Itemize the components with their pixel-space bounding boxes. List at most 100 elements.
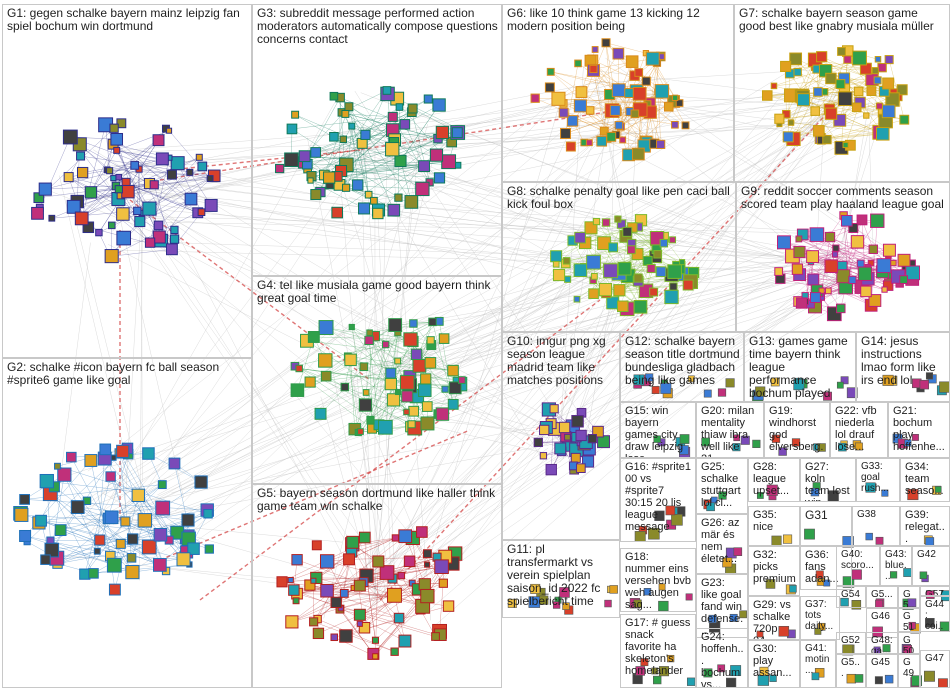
edge-g2 [97, 449, 106, 552]
node-g43 [889, 571, 898, 579]
node-g32 [765, 579, 776, 589]
group-box-g5: G5: bayern season dortmund like haller t… [252, 484, 502, 688]
edge-g5 [340, 608, 406, 642]
edge [424, 87, 864, 599]
node-g7 [774, 113, 785, 124]
node-g3 [432, 98, 446, 112]
node-g6 [546, 67, 555, 76]
node-g9 [868, 294, 882, 307]
node-g5 [311, 540, 322, 551]
node-g26 [733, 547, 743, 556]
node-g9 [795, 297, 808, 309]
node-g14 [919, 379, 930, 390]
node-g4 [320, 370, 332, 382]
node-g20 [752, 439, 761, 448]
edge-g1 [154, 178, 211, 186]
node-g1 [130, 161, 140, 170]
group-box-g1: G1: gegen schalke bayern mainz leipzig f… [2, 4, 252, 358]
node-g6 [612, 47, 625, 60]
edge-g4 [320, 344, 386, 415]
node-g2 [14, 507, 29, 522]
node-g5 [379, 565, 395, 580]
node-g3 [310, 147, 321, 158]
node-g54 [840, 597, 849, 607]
node-g16 [648, 527, 660, 540]
node-g8 [613, 284, 626, 297]
edge-g1 [177, 163, 202, 213]
edge [172, 110, 835, 557]
edge [427, 271, 822, 612]
group-label-g20: G20: milan mentality thiaw ibra well lik… [701, 405, 755, 457]
group-box-g20: G20: milan mentality thiaw ibra well lik… [696, 402, 764, 458]
node-g4 [421, 401, 433, 412]
node-g6 [671, 120, 679, 129]
group-label-g2: G2: schalke #icon bayern fc ball season … [7, 360, 220, 387]
node-g2 [194, 475, 208, 489]
edge-g3 [345, 113, 395, 143]
node-g3 [395, 103, 404, 111]
edge [585, 69, 816, 98]
edge-g9 [797, 241, 858, 270]
edge-g1 [82, 158, 163, 173]
node-g3 [360, 129, 371, 140]
node-g13 [755, 386, 766, 397]
node-g5 [339, 629, 353, 643]
node-g23 [729, 613, 738, 622]
group-box-g48: G48: ga... [866, 632, 898, 654]
node-g5 [398, 529, 413, 544]
node-g4 [447, 364, 459, 377]
edge [386, 274, 846, 584]
node-g6 [601, 38, 611, 48]
node-g2 [35, 514, 47, 527]
node-g9 [860, 285, 872, 298]
edge-g3 [348, 106, 369, 195]
node-g30 [759, 666, 769, 676]
node-g1 [184, 192, 198, 206]
node-g9 [824, 259, 839, 273]
edge-g3 [337, 165, 425, 177]
node-g7 [874, 56, 882, 63]
edge [376, 196, 396, 592]
node-g7 [824, 107, 838, 120]
edge [108, 205, 844, 265]
node-g7 [813, 125, 825, 137]
edge [392, 276, 679, 544]
node-g4 [377, 419, 393, 435]
group-box-g39: G39: relegat... [900, 506, 950, 546]
node-g9 [870, 213, 885, 228]
node-g9 [795, 235, 803, 243]
node-g7 [835, 79, 846, 90]
node-g7 [866, 86, 877, 96]
edge [115, 94, 854, 152]
node-g25 [706, 502, 715, 512]
edge [104, 95, 829, 495]
node-g1 [197, 208, 206, 217]
edge [107, 244, 339, 362]
edge-g2 [64, 474, 133, 573]
group-box-g14: G14: jesus instructions lmao form like i… [856, 332, 950, 402]
node-g4 [388, 318, 403, 332]
node-g31 [804, 528, 815, 540]
edge [149, 191, 844, 263]
node-g4 [318, 353, 333, 368]
node-g8 [655, 266, 667, 278]
node-g1 [144, 237, 156, 248]
edge-g5 [296, 593, 441, 637]
node-g5 [398, 634, 412, 648]
node-g3 [364, 190, 373, 199]
edge [166, 222, 598, 231]
edge-g6 [654, 91, 663, 144]
node-g2 [131, 488, 145, 502]
node-g2 [137, 513, 153, 528]
node-g2 [57, 467, 72, 482]
node-g23 [739, 610, 747, 619]
edge-g7 [790, 122, 883, 135]
group-box-g7: G7: schalke bayern season game good best… [734, 4, 950, 182]
node-g1 [113, 146, 121, 154]
node-g4 [458, 376, 466, 384]
edge [373, 246, 589, 608]
node-g18 [643, 588, 652, 596]
edge [445, 271, 825, 382]
node-g31 [842, 536, 854, 548]
